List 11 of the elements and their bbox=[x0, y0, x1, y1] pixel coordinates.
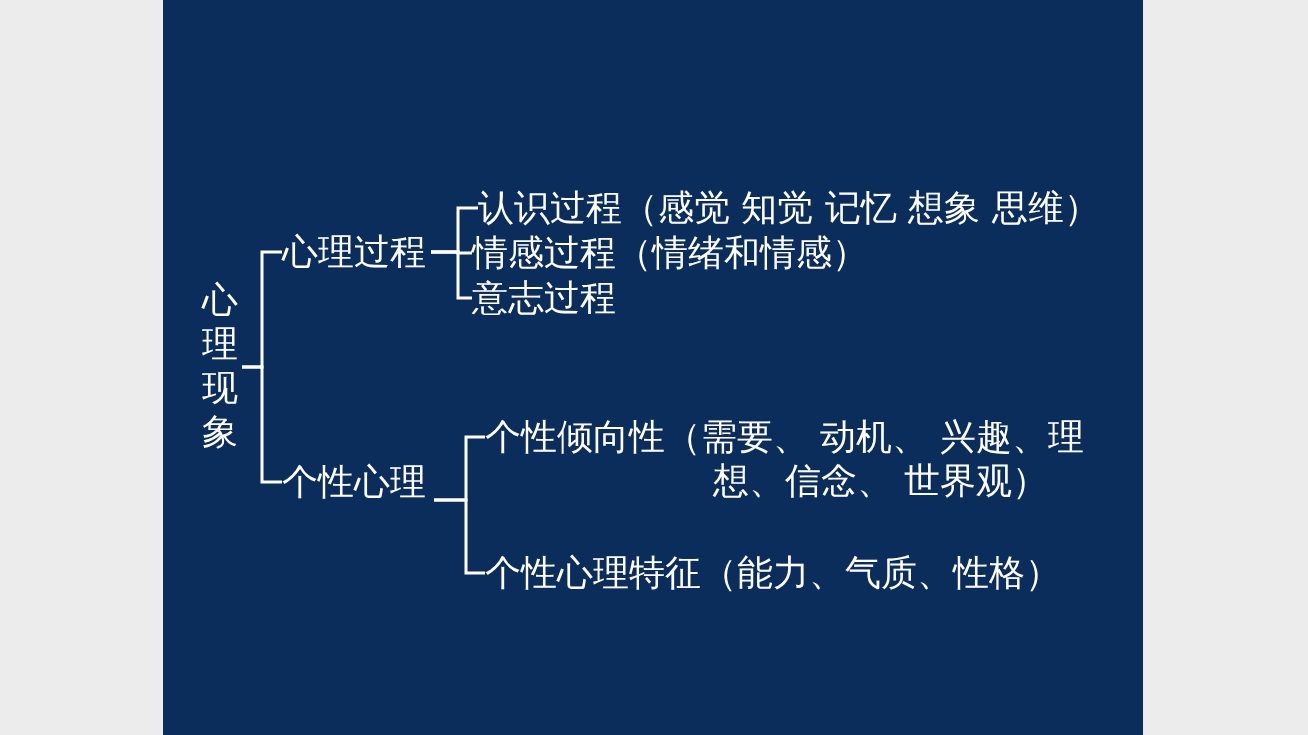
leaf-label: 个性心理特征（能力、气质、性格） bbox=[485, 551, 1095, 595]
branch-label: 个性心理 bbox=[282, 460, 430, 504]
bracket-connector bbox=[434, 498, 485, 575]
leaf-label: 认识过程（感觉 知觉 记忆 想象 思维） bbox=[478, 186, 1118, 230]
leaf-label: 个性倾向性（需要、 动机、 兴趣、理想、信念、 世界观） bbox=[485, 415, 1107, 505]
bracket-connector bbox=[431, 250, 472, 300]
vertical-heading: 心理现象 bbox=[202, 278, 240, 456]
branch-label: 心理过程 bbox=[282, 230, 430, 274]
leaf-label: 意志过程 bbox=[472, 276, 632, 320]
bracket-connector bbox=[242, 365, 282, 484]
leaf-label: 情感过程（情绪和情感） bbox=[472, 231, 892, 275]
